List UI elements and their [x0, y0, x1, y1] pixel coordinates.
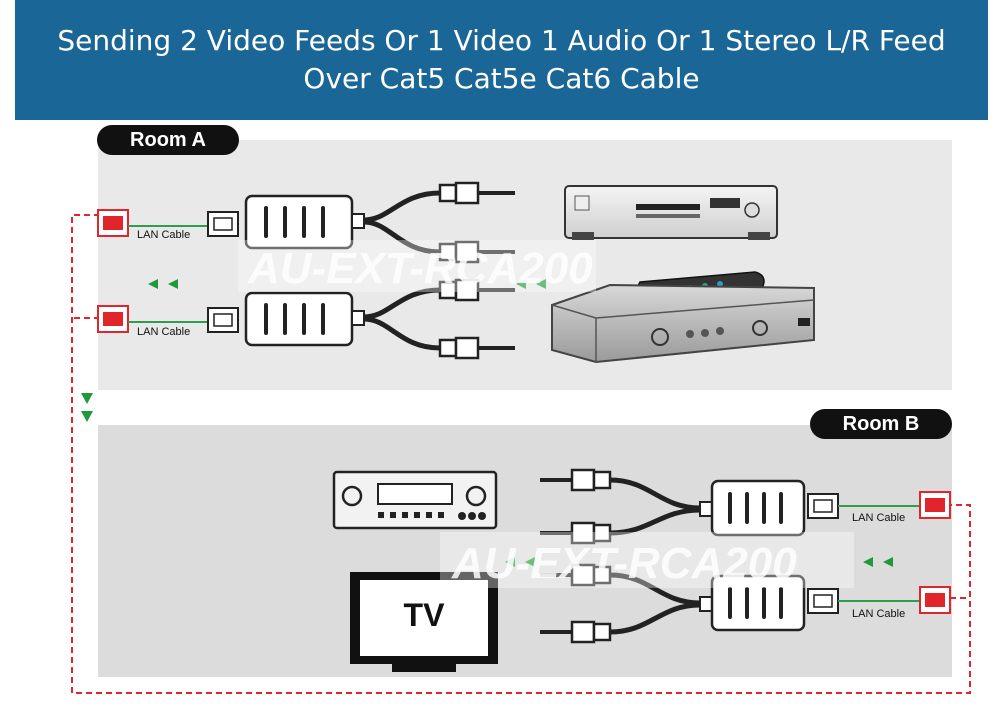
rca-plug-icon — [438, 336, 515, 360]
tv-icon — [350, 572, 498, 672]
down-arrow-icon — [81, 393, 93, 422]
av-receiver-icon — [332, 470, 498, 530]
lan-cable-label: LAN Cable — [137, 326, 190, 338]
rj45-jack-icon — [807, 493, 839, 519]
room-b-panel — [98, 425, 952, 677]
rca-cable-split — [609, 477, 701, 536]
watermark-box — [238, 240, 596, 292]
room-a-label: Room A — [97, 125, 239, 155]
balun-unit-icon — [244, 291, 365, 347]
rj45-jack-icon — [207, 211, 239, 237]
wall-jack-icon — [97, 305, 129, 333]
rca-plug-icon — [540, 563, 612, 587]
room-b-label: Room B — [810, 409, 952, 439]
rca-plug-icon — [540, 521, 612, 545]
rca-cable-split — [363, 287, 441, 351]
rca-cable-split — [609, 572, 701, 635]
watermark-box — [440, 532, 854, 588]
wall-jack-icon — [919, 586, 951, 614]
title-line-1: Sending 2 Video Feeds Or 1 Video 1 Audio… — [57, 24, 946, 57]
balun-unit-icon — [699, 574, 806, 632]
watermark-text: AU-EXT-RCA200 — [451, 539, 797, 588]
tv-label: TV — [404, 597, 446, 633]
rj45-jack-icon — [807, 588, 839, 614]
balun-unit-icon — [244, 194, 365, 250]
rca-plug-icon — [438, 181, 515, 205]
left-arrow-icon — [148, 279, 178, 289]
wall-jack-icon — [919, 491, 951, 519]
balun-unit-icon — [699, 479, 806, 537]
rca-cable-split — [363, 190, 441, 255]
lan-cable-label: LAN Cable — [137, 229, 190, 241]
rj45-jack-icon — [207, 307, 239, 333]
media-box-icon — [551, 283, 815, 364]
dvd-player-icon — [564, 185, 778, 240]
title-line-2: Over Cat5 Cat5e Cat6 Cable — [303, 62, 700, 95]
left-arrow-icon — [863, 557, 893, 567]
left-arrow-icon — [505, 557, 535, 567]
dashed-cable-loop — [71, 214, 971, 694]
rca-plug-icon — [438, 278, 515, 302]
room-a-panel — [98, 140, 952, 390]
left-arrow-icon — [516, 279, 546, 289]
lan-cable-label: LAN Cable — [852, 608, 905, 620]
watermark-text: AU-EXT-RCA200 — [247, 244, 593, 293]
lan-cable-label: LAN Cable — [852, 512, 905, 524]
wall-jack-icon — [97, 209, 129, 237]
title-banner: Sending 2 Video Feeds Or 1 Video 1 Audio… — [15, 0, 988, 120]
rca-plug-icon — [438, 240, 515, 264]
rca-plug-icon — [540, 620, 612, 644]
